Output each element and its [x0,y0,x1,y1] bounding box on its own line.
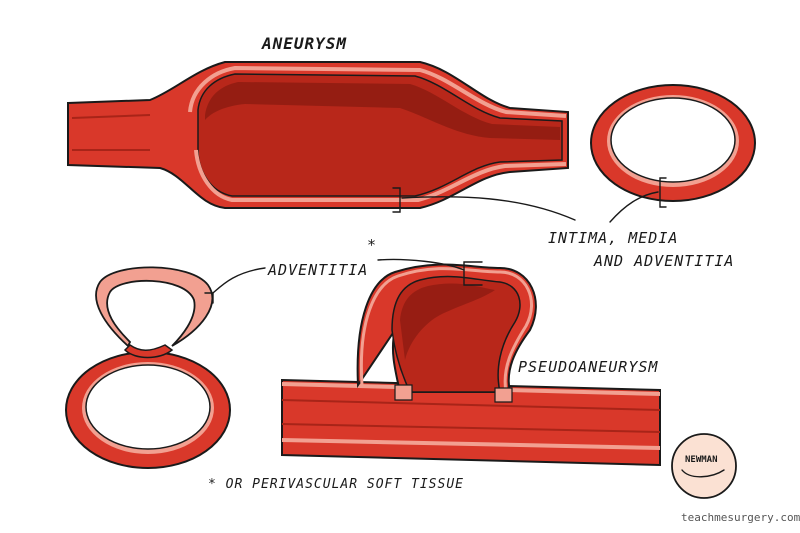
logo-text: NEWMAN [685,455,718,465]
label-layers-line2: AND ADVENTITIA [593,252,734,270]
leader-adventitia-left [212,267,266,294]
aneurysm-intima-rim [188,65,567,118]
pseudoaneurysm-vessel [281,261,661,467]
aneurysm-lumen-shadow [205,82,560,140]
leader-aneurysm-layers [401,196,576,221]
cross-section-lumen [610,97,736,183]
pseudo-sac-bracket [463,261,483,286]
pseudo-breach-left [394,384,413,401]
pseudo-cross-lower-lumen [85,364,211,450]
pseudo-vessel-bottom-intima [281,438,661,450]
label-adventitia-asterisk: * [367,236,377,254]
label-adventitia: ADVENTITIA [267,261,368,279]
credit-url: teachmesurgery.com [681,511,800,524]
pseudo-sac-rim [359,267,533,393]
logo-circle [671,433,737,499]
aneurysm-left-sheen [71,114,151,151]
label-aneurysm: ANEURYSM [261,34,347,53]
pseudo-cross-sac-outer [95,266,214,348]
leader-adventitia-pseudo [377,258,465,271]
logo-swoosh [681,469,725,478]
label-pseudoaneurysm: PSEUDOANEURYSM [518,358,658,376]
aneurysm-intima-rim-bottom [194,149,567,202]
pseudo-sac-cavity-shadow [400,283,495,360]
pseudoaneurysm-cross-section [65,266,231,469]
aneurysm-cross-section [590,84,756,208]
cross-section-bracket [659,177,667,208]
aneurysm-vessel [67,61,569,213]
label-layers-line1: INTIMA, MEDIA [548,229,678,247]
aneurysm-layer-bracket [392,187,401,213]
label-footnote: * OR PERIVASCULAR SOFT TISSUE [208,477,464,492]
pseudo-vessel-shade [281,399,661,433]
pseudo-cross-breach [123,344,174,359]
leader-cross-section-layers [609,191,659,223]
newman-logo: NEWMAN [671,433,737,499]
pseudo-breach-right [494,387,513,403]
